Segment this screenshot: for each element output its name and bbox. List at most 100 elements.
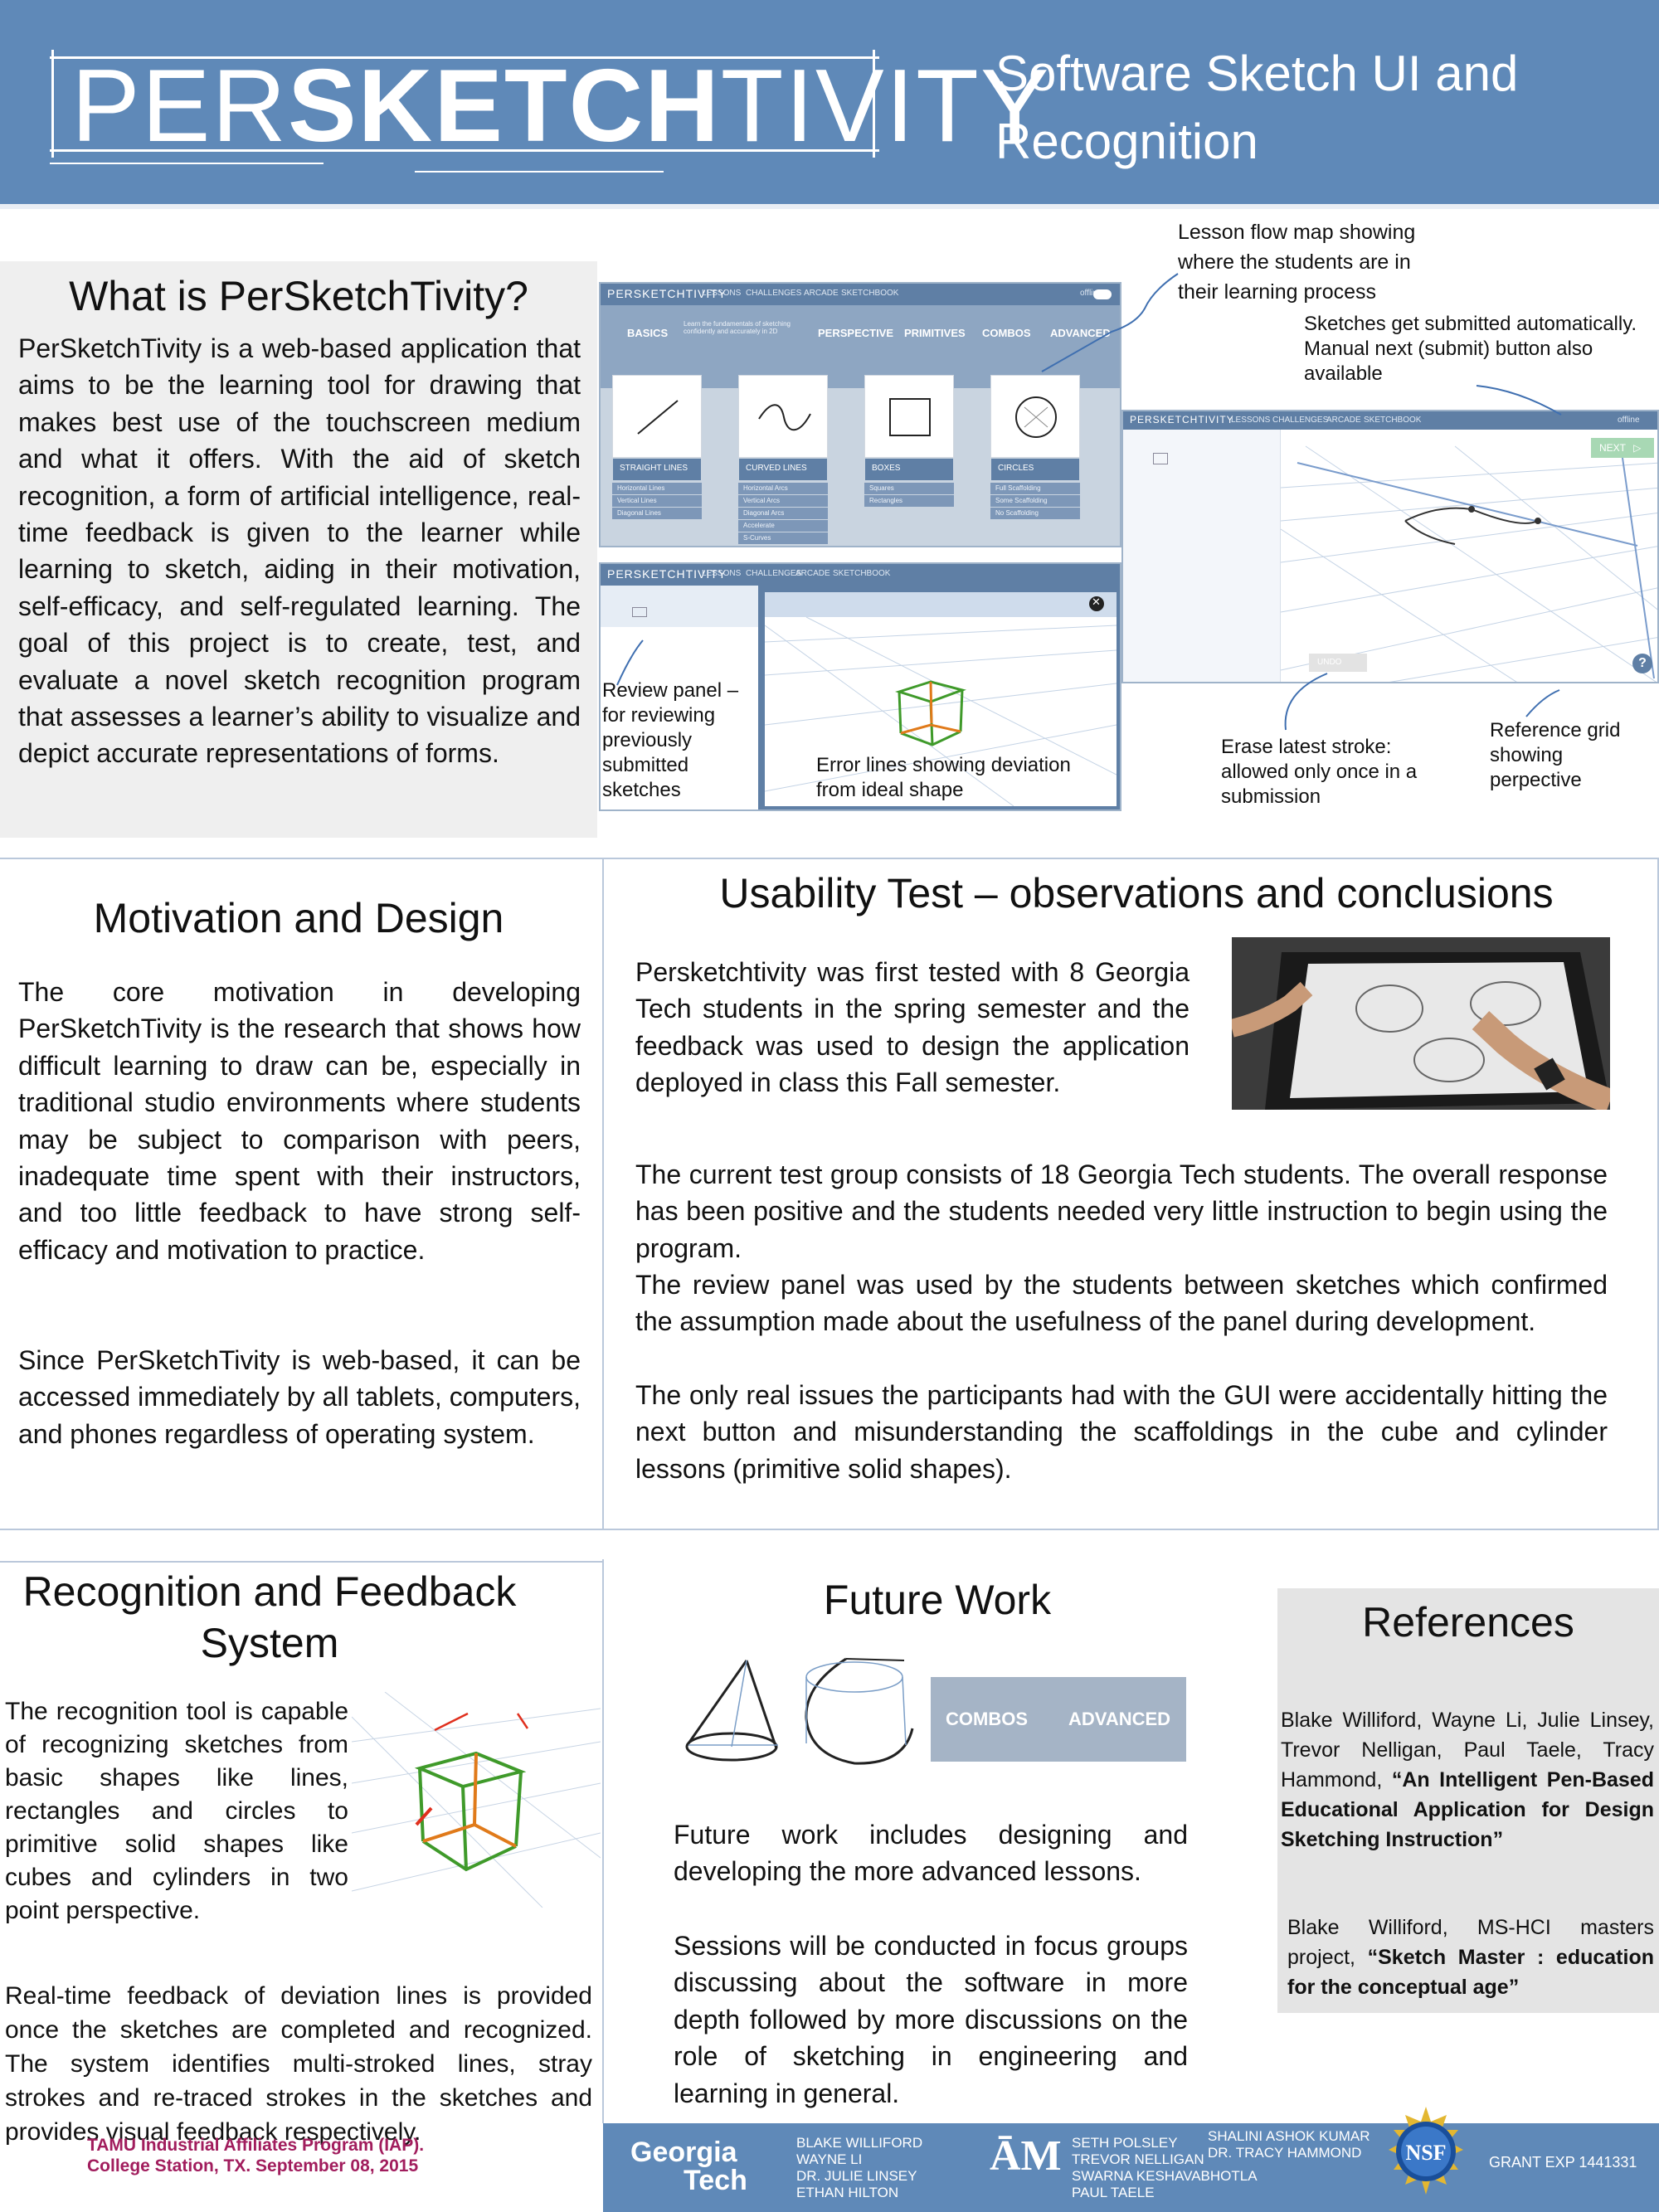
usability-body-4: The only real issues the participants ha… [635,1380,1608,1484]
lesson-card-curved-lines[interactable]: CURVED LINES [738,375,828,480]
lesson-subitem[interactable]: Diagonal Arcs [738,508,828,519]
card-label: CIRCLES [991,459,1079,480]
future-work-body-2: Sessions will be conducted in focus grou… [674,1931,1188,2108]
nsf-logo: NSF [1377,2105,1475,2203]
category-primitives[interactable]: PRIMITIVES [904,327,966,339]
category-advanced[interactable]: ADVANCED [1050,327,1111,339]
nav-tab-challenges[interactable]: CHALLENGES [1272,416,1329,425]
logo-guide-line [50,149,879,152]
app-brand: PERSKETCHTIVITY [607,567,727,581]
gt-team-names: BLAKE WILLIFORD WAYNE LI DR. JULIE LINSE… [796,2135,923,2200]
reference-2: Blake Williford, MS-HCI masters project,… [1287,1913,1654,2002]
tablet-photo-image [1232,937,1610,1110]
category-perspective[interactable]: PERSPECTIVE [818,327,894,339]
category-combos[interactable]: COMBOS [982,327,1031,339]
app-navbar: PERSKETCHTIVITY LESSONS CHALLENGES ARCAD… [601,284,1120,305]
logo-guide-line [51,50,54,158]
nav-tab-sketchbook[interactable]: SKETCHBOOK [841,289,899,298]
lesson-subitem[interactable]: Rectangles [864,495,954,507]
nsf-logo-text: NSF [1405,2141,1446,2165]
gt-logo-line2: Tech [684,2165,747,2196]
offline-toggle[interactable] [1093,289,1112,299]
poster-header: PERSKETCHTIVITY Software Sketch UI and R… [0,0,1659,204]
usability-body-1: Persketchtivity was first tested with 8 … [635,957,1190,1098]
undo-label: UNDO [1317,658,1342,667]
arrow-ref-grid [1525,689,1560,717]
app-navbar: PERSKETCHTIVITY LESSONS CHALLENGES ARCAD… [1123,411,1657,430]
review-thumbnail[interactable] [1153,453,1168,464]
reference-1: Blake Williford, Wayne Li, Julie Linsey,… [1281,1705,1654,1855]
georgia-tech-logo: Georgia Tech [630,2138,747,2195]
motivation-body-1: The core motivation in developing PerSke… [18,977,581,1265]
nav-tab-lessons[interactable]: LESSONS [1231,416,1271,425]
lesson-card-straight-lines[interactable]: STRAIGHT LINES [612,375,702,480]
lesson-subitem[interactable]: S-Curves [738,532,828,544]
logo-guide-line [50,163,324,164]
section-divider [0,1529,603,1530]
lesson-subitem[interactable]: No Scaffolding [990,508,1080,519]
logo-part: PER [71,49,288,163]
annotation-submitted: Sketches get submitted automatically. Ma… [1304,313,1637,385]
nav-tab-challenges[interactable]: CHALLENGES [746,569,802,578]
nav-tab-sketchbook[interactable]: SKETCHBOOK [1364,416,1422,425]
nav-tab-sketchbook[interactable]: SKETCHBOOK [833,569,891,578]
arrow-erase [1284,673,1328,731]
help-icon[interactable]: ? [1632,654,1652,673]
app-navbar: PERSKETCHTIVITY LESSONS CHALLENGES ARCAD… [601,564,1120,586]
nav-tab-challenges[interactable]: CHALLENGES [746,289,802,298]
future-work-heading: Future Work [823,1577,1052,1623]
tamu-team-names-2: SHALINI ASHOK KUMAR DR. TRACY HAMMOND [1208,2128,1370,2161]
logo-part: SKETCH [287,49,721,163]
lesson-subitem[interactable]: Vertical Lines [612,495,702,507]
curved-line-icon [758,404,811,431]
lesson-subitem[interactable]: Full Scaffolding [990,483,1080,494]
review-thumbnail[interactable] [632,607,647,617]
lesson-flow-map [601,305,1120,388]
next-button[interactable]: NEXT ▷ [1591,438,1654,458]
lesson-subitem[interactable]: Squares [864,483,954,494]
lesson-subitem[interactable]: Horizontal Lines [612,483,702,494]
reference-grid [1280,445,1657,682]
lesson-subitem[interactable]: Some Scaffolding [990,495,1080,507]
future-lessons-tile: COMBOS ADVANCED [931,1677,1186,1762]
cone-cylinder-sketch [685,1657,914,1765]
play-icon: ▷ [1633,442,1642,454]
poster-title: Software Sketch UI and Recognition [995,46,1519,169]
category-basics[interactable]: BASICS [627,327,669,339]
section-divider [602,858,604,1530]
nav-tab-lessons[interactable]: LESSONS [702,289,742,298]
close-icon[interactable]: ✕ [1092,596,1101,608]
offline-label: offline [1618,416,1640,425]
undo-button[interactable]: UNDO [1309,654,1367,672]
lesson-card-boxes[interactable]: BOXES [864,375,954,480]
nav-tab-arcade[interactable]: ARCADE [1326,416,1361,425]
lesson-subitem[interactable]: Vertical Arcs [738,495,828,507]
usability-heading: Usability Test – observations and conclu… [719,870,1554,916]
references-section [1277,1588,1659,2013]
help-symbol: ? [1638,656,1647,670]
header-divider [0,204,1659,209]
error-dialog-canvas [765,592,1117,806]
app-brand: PERSKETCHTIVITY [1130,414,1234,425]
straight-line-icon [637,400,679,435]
logo-guide-line [415,171,664,173]
lesson-subitem[interactable]: Accelerate [738,520,828,532]
reference-2-title: “Sketch Master : education for the conce… [1287,1946,1654,1999]
iap-line-1: TAMU Industrial Affiliates Program (IAP)… [87,2136,425,2155]
annotation-erase: Erase latest stroke: allowed only once i… [1221,736,1418,808]
grant-number: GRANT EXP 1441331 [1489,2154,1637,2171]
iap-line-2: College Station, TX. September 08, 2015 [87,2156,419,2176]
gt-logo-line1: Georgia [630,2137,737,2168]
tile-advanced: ADVANCED [1068,1709,1171,1729]
recognition-heading-line2: System [200,1620,339,1666]
app-brand: PERSKETCHTIVITY [607,287,727,300]
lesson-subitem[interactable]: Horizontal Arcs [738,483,828,494]
lesson-subitem[interactable]: Diagonal Lines [612,508,702,519]
review-panel [601,586,758,627]
nav-tab-arcade[interactable]: ARCADE [795,569,830,578]
offline-label: offline [1080,289,1102,298]
circle-icon [1015,396,1057,438]
nav-tab-lessons[interactable]: LESSONS [702,569,742,578]
nav-tab-arcade[interactable]: ARCADE [804,289,839,298]
lesson-card-circles[interactable]: CIRCLES [990,375,1080,480]
